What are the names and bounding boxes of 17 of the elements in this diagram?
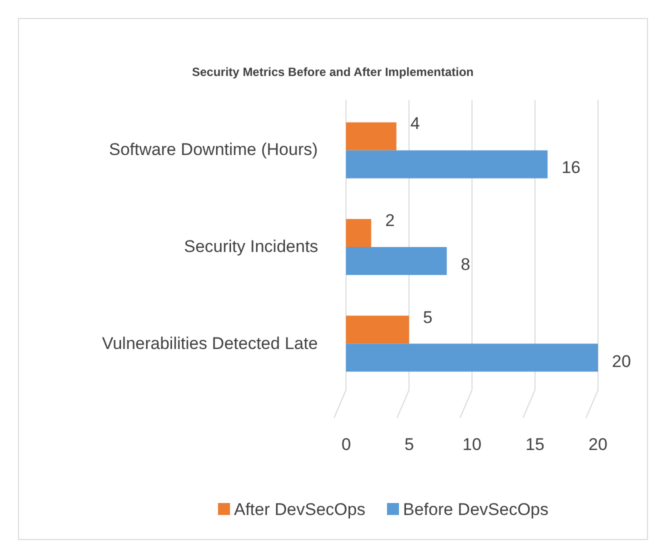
category-label: Vulnerabilities Detected Late	[102, 334, 318, 354]
data-label: 20	[612, 352, 631, 372]
axis-tick-label: 0	[342, 435, 351, 455]
legend-label: After DevSecOps	[234, 500, 366, 520]
axis-tick-label: 5	[404, 435, 414, 455]
category-label: Software Downtime (Hours)	[109, 140, 318, 160]
category-label: Security Incidents	[184, 237, 318, 257]
axis-tick-label: 10	[462, 435, 482, 455]
legend-label: Before DevSecOps	[403, 500, 549, 520]
axis-tick-label: 20	[588, 435, 608, 455]
data-label: 8	[460, 255, 470, 275]
data-label: 4	[410, 114, 420, 134]
data-label: 5	[423, 308, 432, 328]
data-label: 16	[562, 158, 581, 178]
axis-tick-label: 15	[526, 435, 544, 455]
data-label: 2	[385, 211, 395, 231]
chart-title: Security Metrics Before and After Implementation	[192, 65, 474, 79]
